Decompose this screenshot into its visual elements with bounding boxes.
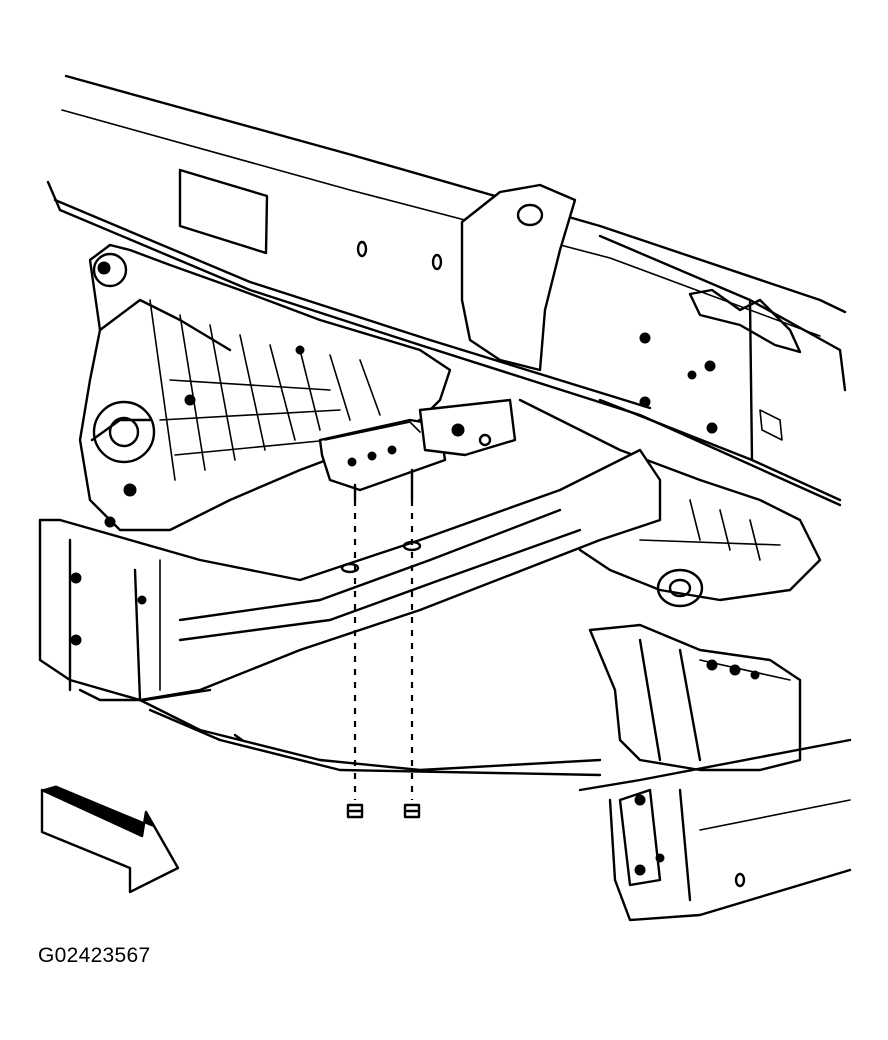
bolt [295, 345, 305, 355]
bolt [104, 516, 116, 528]
rivet [687, 370, 697, 380]
output-yoke [656, 568, 704, 608]
bolt [184, 394, 196, 406]
rear-housing [518, 398, 822, 608]
upper-bracket [688, 288, 802, 354]
bolt [123, 483, 137, 497]
mount-fasteners [346, 500, 421, 819]
rivet [704, 360, 716, 372]
frame-slot [759, 409, 783, 441]
lower-right-frame-rail [578, 738, 852, 922]
figure-id-label: G02423567 [38, 944, 151, 967]
mount-hole [340, 562, 360, 574]
direction-arrow-icon [40, 785, 180, 894]
input-shaft [92, 252, 128, 288]
transmission-mount [318, 398, 517, 502]
rivet [706, 422, 718, 434]
frame-hole [356, 240, 368, 258]
frame-gusset [460, 183, 577, 372]
rivet [639, 332, 651, 344]
frame-label-plate [178, 168, 269, 255]
upper-frame-crossmember [46, 74, 847, 507]
rivet [639, 396, 651, 408]
output-flange [92, 400, 156, 464]
transmission-support-crossmember [38, 448, 802, 777]
frame-hole [431, 253, 443, 271]
transfer-case [78, 243, 452, 532]
